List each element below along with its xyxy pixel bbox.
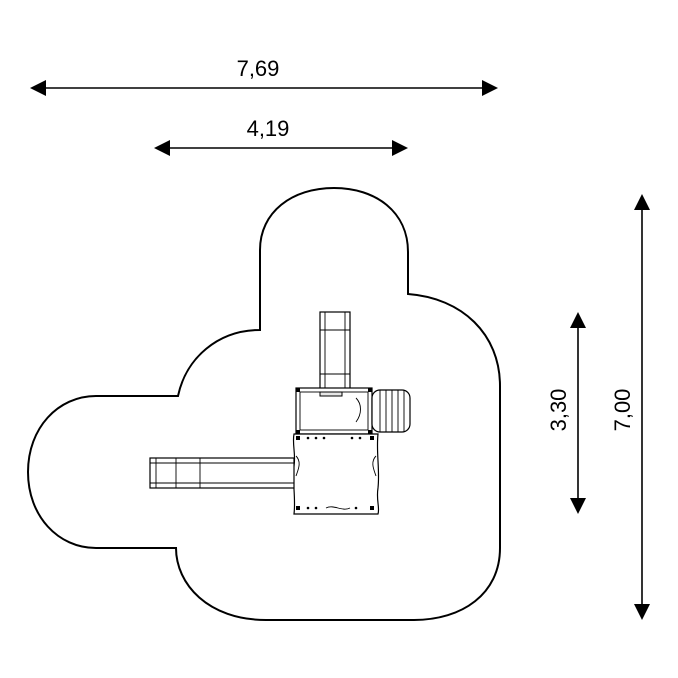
lower-platform (292, 433, 380, 515)
dimension-label-overall-depth: 7,00 (610, 389, 635, 432)
play-equipment (149, 311, 411, 515)
dimension-label-overall-width: 7,69 (237, 56, 280, 81)
dimension-label-inner-width: 4,19 (247, 116, 290, 141)
dimension-overall-depth: 7,00 (610, 194, 650, 620)
left-slide (149, 457, 295, 489)
climbing-ladder (371, 389, 411, 433)
arrowhead-left (30, 80, 46, 96)
arrowhead-bottom (634, 604, 650, 620)
dimension-inner-width: 4,19 (154, 116, 408, 156)
arrowhead-left (154, 140, 170, 156)
safety-zone-outline (26, 186, 501, 621)
dimension-inner-depth: 3,30 (546, 312, 586, 514)
arrowhead-top (570, 312, 586, 328)
dimension-label-inner-depth: 3,30 (546, 389, 571, 432)
arrowhead-bottom (570, 498, 586, 514)
arrowhead-top (634, 194, 650, 210)
top-slide (319, 311, 351, 391)
upper-platform (295, 387, 373, 435)
arrowhead-right (482, 80, 498, 96)
dimension-overall-width: 7,69 (30, 56, 498, 96)
arrowhead-right (392, 140, 408, 156)
